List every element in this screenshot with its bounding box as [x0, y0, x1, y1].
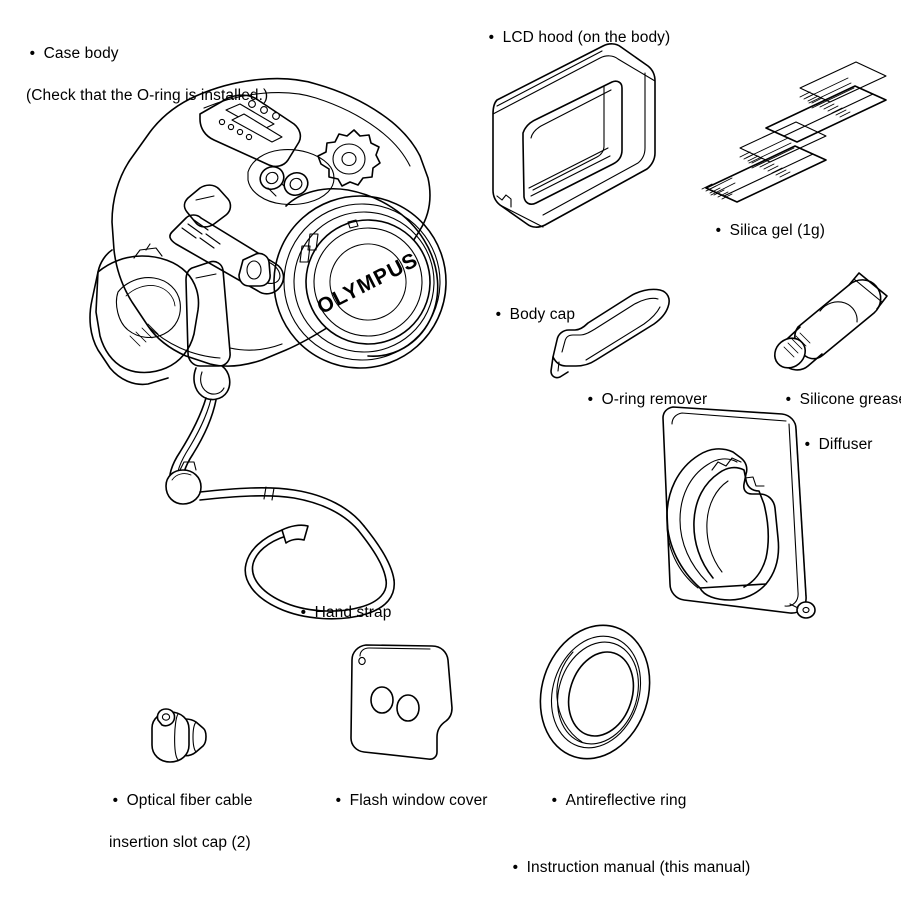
optical-fiber-cap-illustration [151, 708, 207, 763]
label-silica-gel-line1: Silica gel (1g) [729, 222, 826, 239]
flash-window-cover-illustration [350, 644, 453, 760]
label-antireflective-ring-line1: Antireflective ring [565, 792, 687, 809]
silicone-grease-illustration [773, 272, 888, 371]
bullet-icon: • [715, 222, 722, 239]
silica-gel-illustration [701, 61, 887, 203]
label-oring-remover: • O-ring remover [570, 368, 708, 431]
label-silica-gel: • Silica gel (1g) [698, 199, 825, 262]
label-optical-fiber-cap-line2: insertion slot cap (2) [109, 834, 251, 851]
label-body-cap: • Body cap [478, 283, 575, 346]
label-flash-window-cover-line1: Flash window cover [349, 792, 488, 809]
label-body-cap-line1: Body cap [509, 306, 576, 323]
label-diffuser-line1: Diffuser [818, 436, 873, 453]
bullet-icon: • [488, 29, 495, 46]
antireflective-ring-illustration [539, 624, 651, 760]
label-optical-fiber-cap: • Optical fiber cable insertion slot cap … [95, 769, 253, 895]
label-diffuser: • Diffuser [787, 413, 873, 476]
lcd-hood-illustration [492, 43, 656, 228]
bullet-icon: • [551, 792, 558, 809]
body-cap-brand-text: OLYMPUS [313, 248, 422, 319]
bullet-icon: • [495, 306, 502, 323]
label-lcd-hood-line1: LCD hood (on the body) [502, 29, 671, 46]
package-contents-page: OLYMPUS [12, 6, 901, 876]
label-oring-remover-line1: O-ring remover [601, 391, 708, 408]
label-silicone-grease-line1: Silicone grease [799, 391, 901, 408]
label-optical-fiber-cap-line1: Optical fiber cable [126, 792, 253, 809]
label-case-body-line1: Case body [43, 45, 119, 62]
control-dial [317, 129, 381, 187]
push-buttons [259, 165, 309, 197]
lens-port: OLYMPUS [238, 187, 447, 369]
label-flash-window-cover: • Flash window cover [318, 769, 488, 832]
label-silicone-grease: • Silicone grease [768, 368, 901, 431]
bullet-icon: • [112, 792, 119, 809]
bullet-icon: • [804, 436, 811, 453]
label-case-body-line2: (Check that the O-ring is installed.) [26, 87, 269, 104]
bullet-icon: • [300, 604, 307, 621]
label-lcd-hood: • LCD hood (on the body) [471, 6, 671, 69]
label-hand-strap: • Hand strap [283, 581, 392, 644]
bullet-icon: • [785, 391, 792, 408]
label-hand-strap-line1: Hand strap [314, 604, 392, 621]
label-antireflective-ring: • Antireflective ring [534, 769, 687, 832]
bullet-icon: • [29, 45, 36, 62]
label-case-body: • Case body (Check that the O-ring is ins… [12, 22, 268, 148]
bullet-icon: • [587, 391, 594, 408]
bullet-icon: • [335, 792, 342, 809]
